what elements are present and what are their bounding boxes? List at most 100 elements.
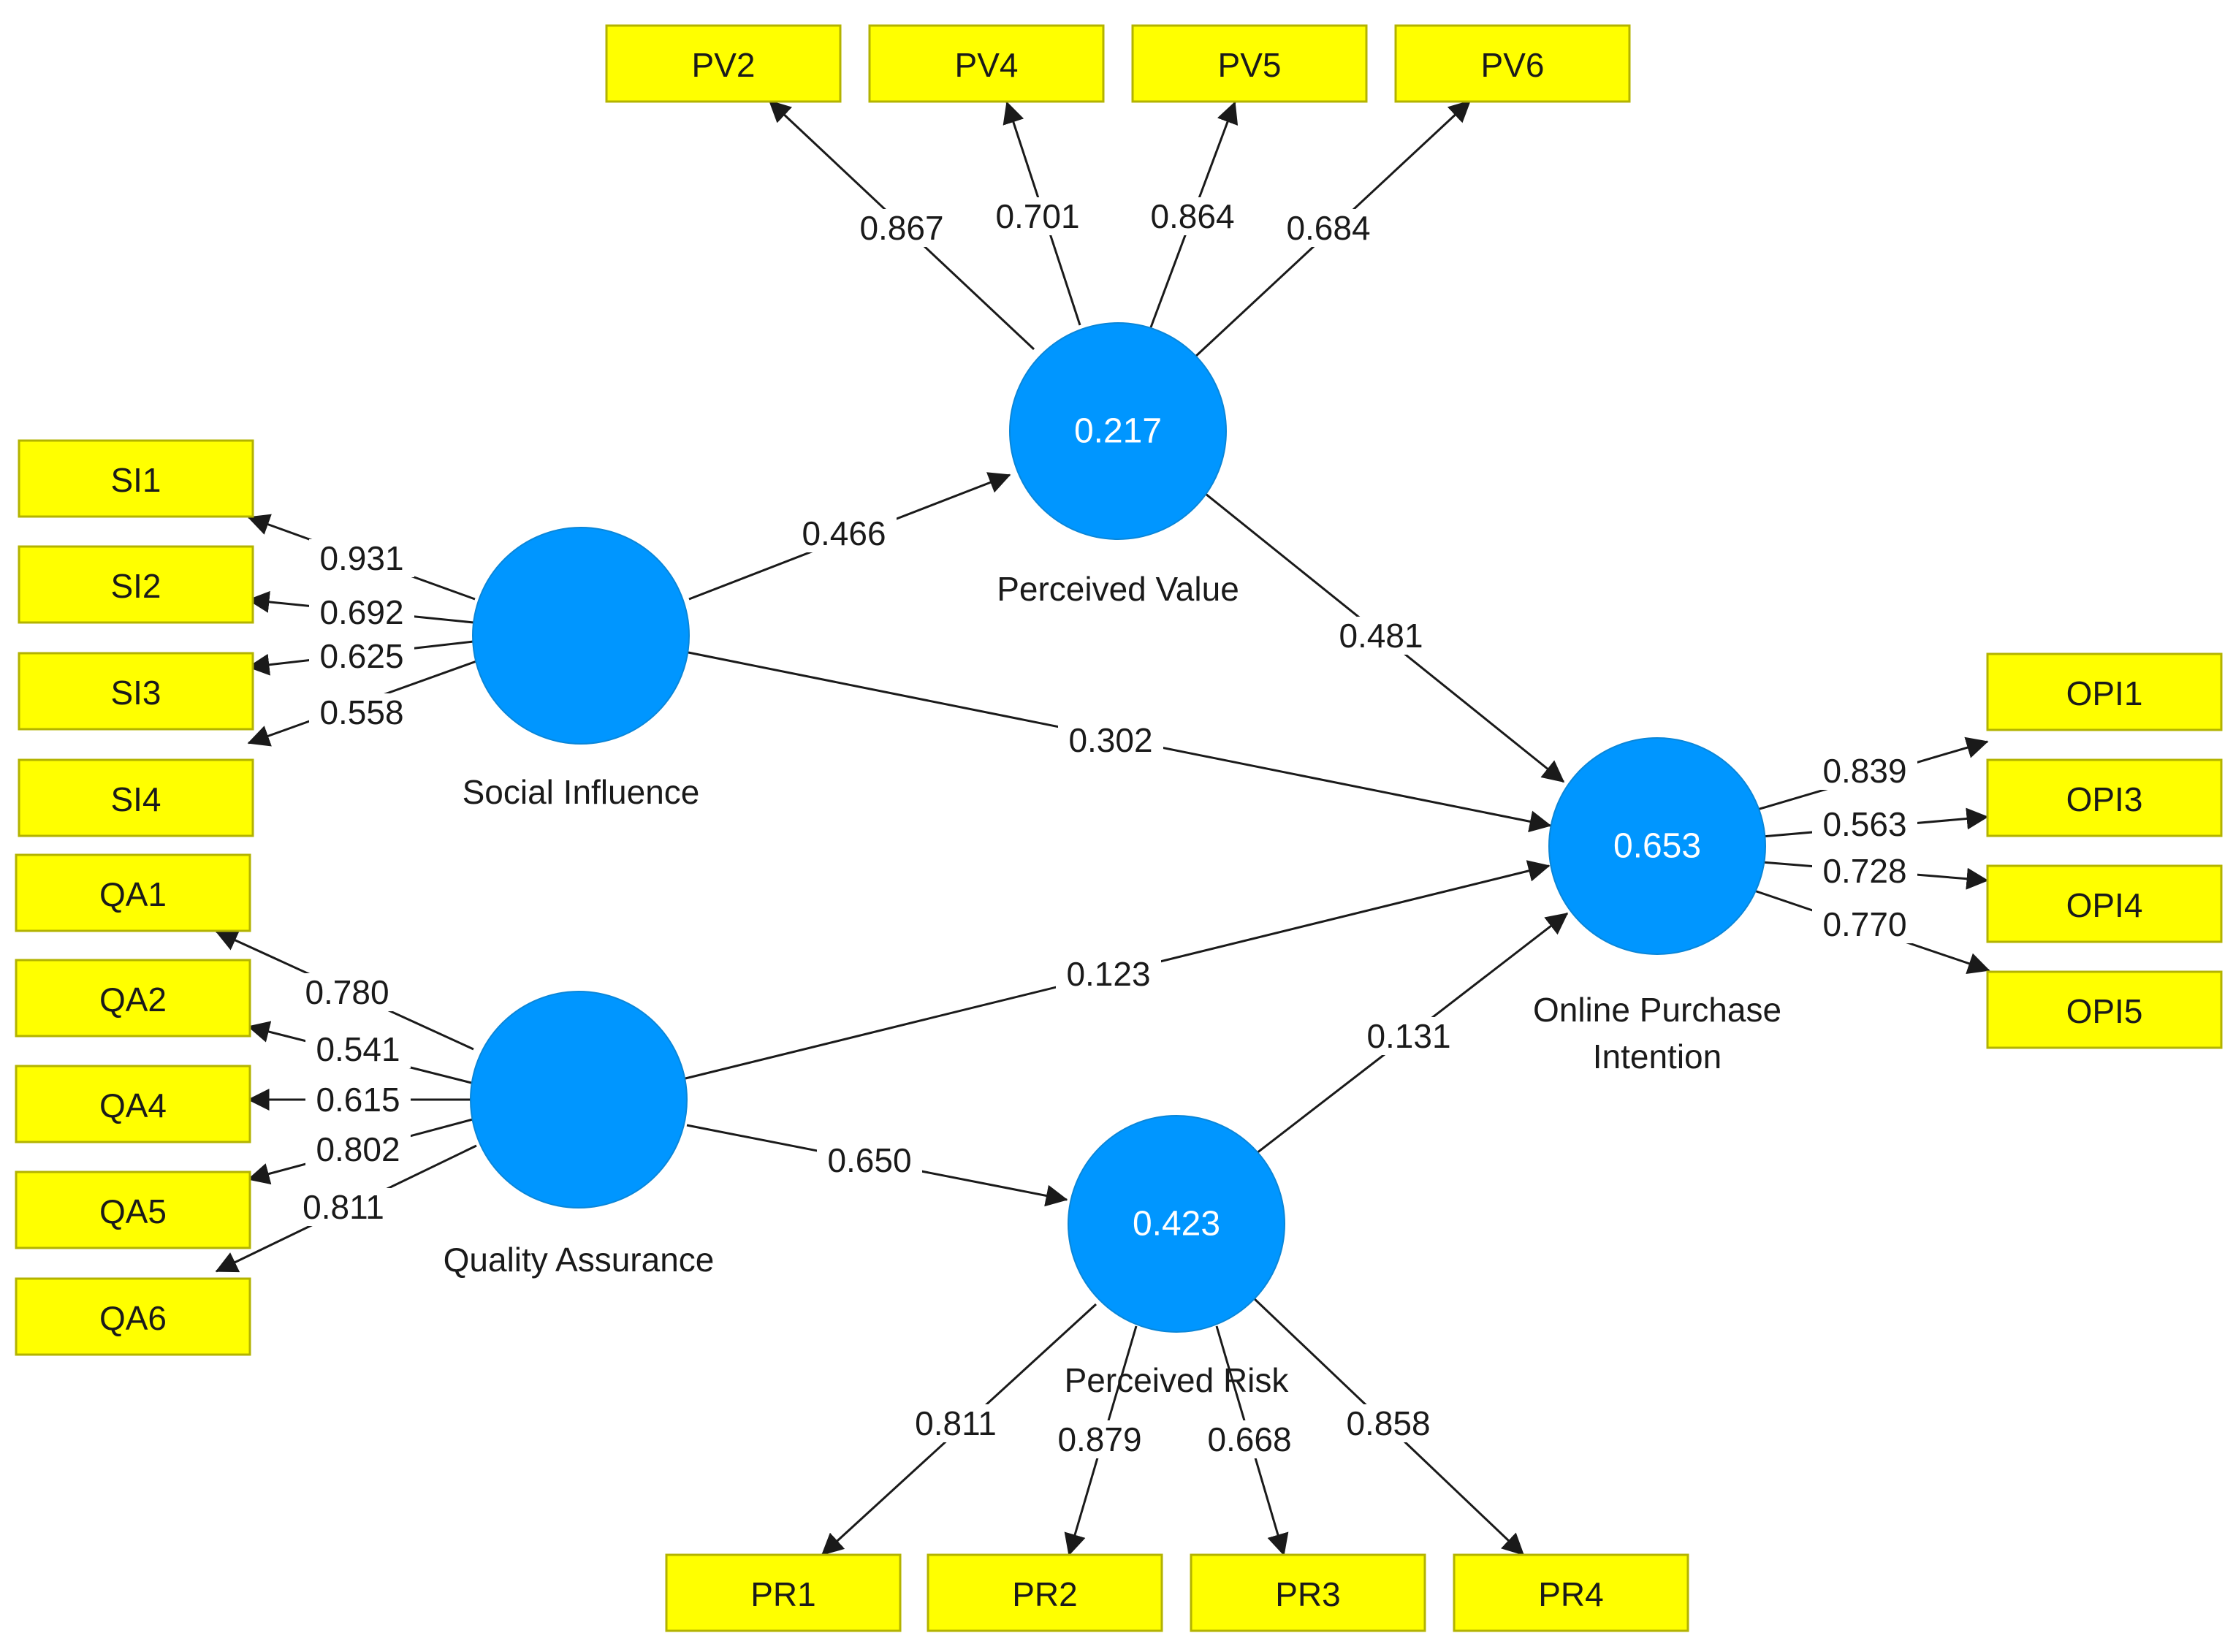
loading-label-pr4: 0.858 (1346, 1404, 1430, 1442)
loading-label-opi3: 0.563 (1822, 805, 1906, 843)
construct-name-line: Online Purchase (1533, 991, 1781, 1029)
loading-label-si3-bg (309, 637, 414, 675)
indicator-box (1986, 758, 2223, 837)
indicator-pv2[interactable]: PV2 (605, 24, 842, 103)
construct-r2: 0.423 (1133, 1205, 1220, 1244)
loading-label-qa6: 0.811 (303, 1188, 384, 1226)
indicator-pv6[interactable]: PV6 (1394, 24, 1631, 103)
loading-label-qa5-bg (305, 1130, 411, 1168)
construct-circle (1009, 322, 1227, 540)
loading-label-qa6-bg (291, 1188, 396, 1226)
indicator-qa1[interactable]: QA1 (15, 853, 251, 932)
loading-label-pv2-bg (849, 209, 954, 247)
construct-name: Perceived Value (997, 570, 1239, 608)
indicator-box (1131, 24, 1368, 103)
indicator-pr4[interactable]: PR4 (1453, 1553, 1689, 1632)
indicator-label: SI1 (110, 461, 161, 499)
indicator-qa6[interactable]: QA6 (15, 1277, 251, 1356)
indicator-qa2[interactable]: QA2 (15, 959, 251, 1038)
indicator-opi4[interactable]: OPI4 (1986, 864, 2223, 943)
loading-label-si4: 0.558 (319, 693, 403, 731)
indicator-label: OPI5 (2066, 992, 2143, 1030)
path-coef-pr-opi-bg (1356, 1017, 1461, 1055)
indicator-label: OPI1 (2066, 674, 2143, 712)
construct-name: Quality Assurance (444, 1241, 715, 1279)
indicator-label: PR1 (750, 1575, 815, 1613)
path-coef-pv-opi: 0.481 (1339, 617, 1423, 655)
construct-circle (472, 527, 690, 745)
path-coef-qa-opi-bg (1056, 955, 1161, 993)
indicator-box (18, 758, 254, 837)
loading-label-pr2: 0.879 (1057, 1420, 1141, 1458)
indicator-box (927, 1553, 1163, 1632)
indicator-label: SI4 (110, 780, 161, 818)
loading-label-si4-bg (309, 693, 414, 731)
indicator-pv4[interactable]: PV4 (868, 24, 1105, 103)
indicator-box (18, 439, 254, 518)
indicator-opi5[interactable]: OPI5 (1986, 970, 2223, 1049)
indicator-pr3[interactable]: PR3 (1190, 1553, 1426, 1632)
indicator-label: PV4 (955, 46, 1019, 84)
path-coef-qa-opi: 0.123 (1066, 955, 1150, 993)
indicator-box (1394, 24, 1631, 103)
loading-label-opi4: 0.728 (1822, 852, 1906, 890)
loading-label-opi4-bg (1812, 852, 1917, 890)
construct-name-line: Intention (1593, 1038, 1722, 1076)
indicator-pv5[interactable]: PV5 (1131, 24, 1368, 103)
indicator-opi1[interactable]: OPI1 (1986, 652, 2223, 731)
loading-label-pv4: 0.701 (995, 197, 1079, 235)
loading-label-si1: 0.931 (319, 539, 403, 577)
loading-label-opi3-bg (1812, 805, 1917, 843)
path-coef-qa-pr-bg (817, 1141, 922, 1179)
indicator-pr2[interactable]: PR2 (927, 1553, 1163, 1632)
indicator-box (868, 24, 1105, 103)
indicator-box (15, 1171, 251, 1249)
indicator-box (605, 24, 842, 103)
loading-label-qa4-bg (305, 1081, 411, 1119)
indicator-si3[interactable]: SI3 (18, 652, 254, 731)
construct-qa[interactable]: Quality Assurance (444, 991, 715, 1279)
indicator-pr1[interactable]: PR1 (665, 1553, 902, 1632)
loading-label-si3: 0.625 (319, 637, 403, 675)
loading-label-qa2: 0.541 (316, 1030, 400, 1068)
indicator-label: QA4 (99, 1086, 167, 1124)
loading-label-opi5-bg (1812, 905, 1917, 943)
loading-label-pv6: 0.684 (1286, 209, 1370, 247)
loading-label-qa2-bg (305, 1030, 411, 1068)
loading-label-pr1: 0.811 (915, 1404, 997, 1442)
loading-label-pr1-bg (903, 1404, 1008, 1442)
loading-label-pv5: 0.864 (1150, 197, 1234, 235)
indicator-opi3[interactable]: OPI3 (1986, 758, 2223, 837)
loading-label-pr4-bg (1336, 1404, 1441, 1442)
indicator-label: PV5 (1218, 46, 1282, 84)
loading-label-pv6-bg (1276, 209, 1381, 247)
indicator-qa5[interactable]: QA5 (15, 1171, 251, 1249)
construct-r2: 0.653 (1613, 827, 1701, 866)
path-coef-pv-opi-bg (1328, 617, 1434, 655)
indicator-label: OPI3 (2066, 780, 2143, 818)
indicator-si1[interactable]: SI1 (18, 439, 254, 518)
indicator-box (15, 959, 251, 1038)
path-coef-si-pv: 0.466 (802, 514, 886, 552)
path-coef-pr-opi: 0.131 (1366, 1017, 1450, 1055)
construct-circle (470, 991, 688, 1208)
indicator-label: PR2 (1012, 1575, 1077, 1613)
indicator-qa4[interactable]: QA4 (15, 1065, 251, 1143)
loading-label-opi1: 0.839 (1822, 752, 1906, 790)
indicator-box (1986, 970, 2223, 1049)
construct-circle (1548, 737, 1766, 955)
indicator-si4[interactable]: SI4 (18, 758, 254, 837)
indicator-si2[interactable]: SI2 (18, 545, 254, 624)
construct-name: Social Influence (463, 773, 700, 811)
indicator-box (1190, 1553, 1426, 1632)
indicator-box (1453, 1553, 1689, 1632)
loading-label-pv2: 0.867 (859, 209, 943, 247)
path-coef-si-opi-bg (1058, 721, 1163, 759)
indicator-box (15, 1065, 251, 1143)
loading-label-opi5: 0.770 (1822, 905, 1906, 943)
construct-si[interactable]: Social Influence (463, 527, 700, 811)
